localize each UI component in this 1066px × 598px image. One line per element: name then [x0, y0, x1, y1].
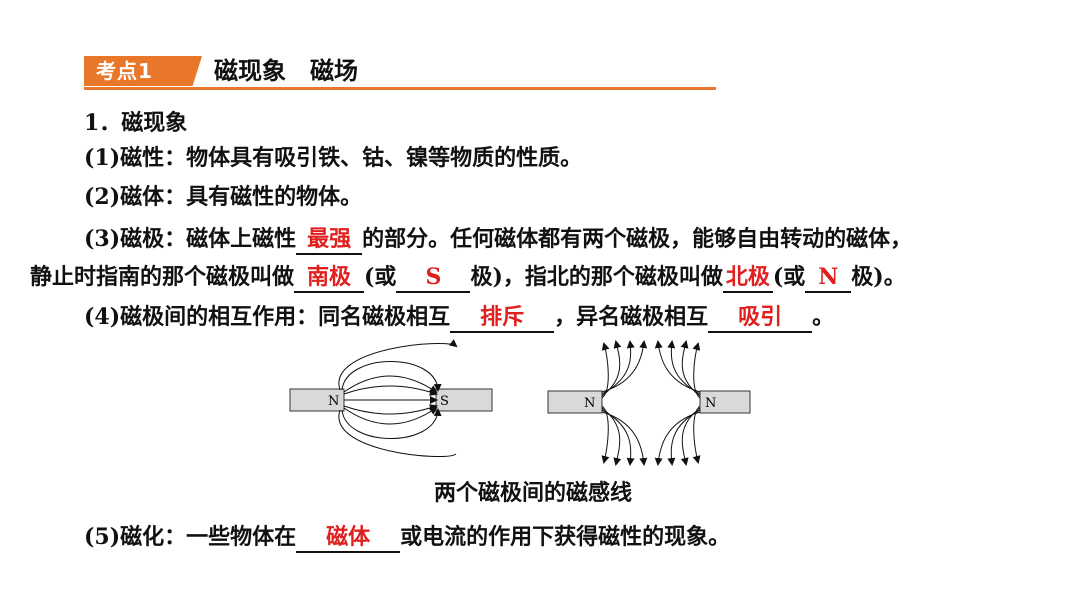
item-magnetization: (5)磁化：一些物体在磁体或电流的作用下获得磁性的现象。 — [84, 522, 730, 553]
right-fig-right-bar — [699, 390, 751, 414]
unlike-poles-figure: N S — [289, 339, 493, 458]
blank-repel: 排斥 — [450, 304, 555, 333]
blank-south-pole: 南极 — [294, 264, 365, 293]
right-fig-left-bar — [547, 390, 603, 414]
item-interaction: (4)磁极间的相互作用：同名磁极相互排斥，异名磁极相互吸引。 — [84, 302, 834, 333]
section-title: 磁现象 磁场 — [214, 57, 358, 85]
item-magnetism: (1)磁性：物体具有吸引铁、钴、镍等物质的性质。 — [84, 145, 583, 171]
section-header: 考点1 磁现象 磁场 — [84, 56, 716, 90]
label-left-s: S — [440, 394, 449, 409]
blank-s: S — [396, 264, 471, 293]
blank-north-pole: 北极 — [722, 264, 773, 293]
blank-strongest: 最强 — [296, 226, 363, 255]
label-right-n2: N — [705, 396, 716, 411]
heading-magnetic-phenomena: 1．磁现象 — [84, 110, 188, 136]
magnetic-field-diagram: N S N N — [289, 339, 751, 466]
topic-badge: 考点1 — [84, 56, 202, 86]
header-rule — [84, 87, 716, 90]
label-left-n: N — [328, 394, 339, 409]
like-poles-figure: N N — [547, 340, 751, 466]
item-poles-line1: (3)磁极：磁体上磁性最强的部分。任何磁体都有两个磁极，能够自由转动的磁体， — [84, 224, 912, 255]
blank-n: N — [805, 264, 852, 293]
figure-caption: 两个磁极间的磁感线 — [433, 480, 632, 506]
blank-attract: 吸引 — [708, 304, 813, 333]
item-magnet: (2)磁体：具有磁性的物体。 — [84, 184, 363, 210]
label-right-n1: N — [584, 396, 595, 411]
blank-magnet: 磁体 — [296, 524, 401, 553]
